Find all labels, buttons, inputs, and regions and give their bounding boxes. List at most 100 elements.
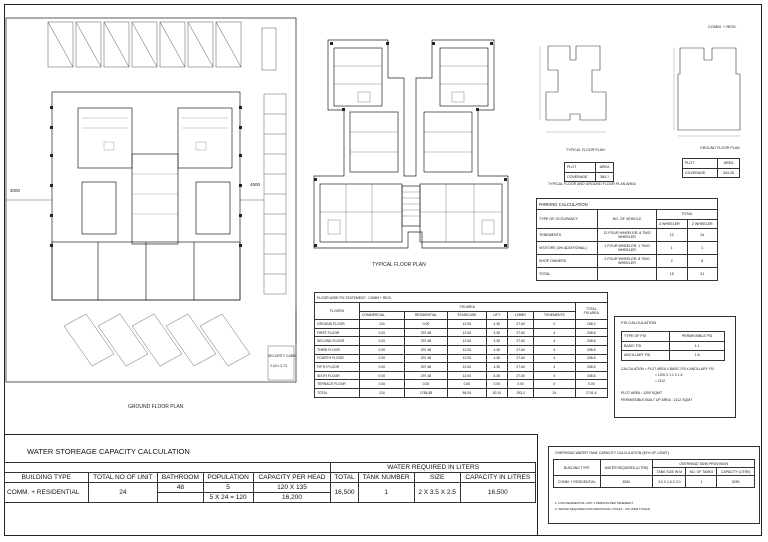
fsi-header-area: FSI AREA bbox=[359, 302, 576, 312]
fsi-calc-line3: = 2112 bbox=[655, 379, 665, 383]
col-header: TOTAL NO OF UNIT bbox=[87, 472, 159, 483]
cell: 193.2 bbox=[507, 387, 535, 398]
water-total: 16,500 bbox=[330, 482, 359, 503]
cell: 0 bbox=[533, 319, 576, 329]
cell: 0.00 bbox=[403, 379, 449, 389]
cell: 0.00 bbox=[359, 370, 405, 381]
cell: 4 bbox=[533, 353, 576, 364]
col-header: TOTAL bbox=[330, 472, 359, 483]
cell: PLOT bbox=[682, 158, 718, 169]
parking-header-2w: 2 WHEELER bbox=[686, 218, 718, 229]
cell: TENEMENTS bbox=[536, 228, 598, 242]
cell: 30.10 bbox=[485, 387, 509, 398]
cell: 344.40 bbox=[716, 167, 741, 178]
ohwt-box: OVERHEAD WATER TANK CAPACITY CALCULATION… bbox=[548, 446, 760, 524]
cell: 12.00 bbox=[447, 353, 487, 364]
fsi-calc-line1: CALCULATION = PLOT AREA X BASIC FSI X AN… bbox=[621, 367, 714, 371]
col-header: COMMERCIAL bbox=[359, 310, 405, 321]
cell: FIFTH FLOOR bbox=[314, 362, 360, 372]
col-header: CAPACITY IN LITRES bbox=[459, 472, 537, 483]
cell: 12.00 bbox=[447, 319, 487, 329]
water-storage-title: WATER STOREAGE CAPACITY CALCULATION bbox=[27, 447, 190, 456]
cell: 15 bbox=[656, 267, 688, 281]
cell: 338.8 bbox=[574, 336, 609, 346]
table-row: VISITORS (3% ADDITIONAL)1 FOUR WHEELER, … bbox=[536, 241, 718, 255]
cell: 1 bbox=[656, 241, 688, 255]
cell: 338.8 bbox=[574, 353, 609, 364]
cell: 2 bbox=[656, 254, 688, 268]
cell: 0.00 bbox=[447, 379, 487, 389]
ohwt-table: BUILDING TYPE WATER REQUIRED (LITRE) OVE… bbox=[553, 459, 755, 488]
water-population-2: 5 X 24 = 120 bbox=[202, 492, 254, 503]
cell: COVERAGE bbox=[564, 171, 596, 182]
col-header: BUILDING TYPE bbox=[4, 472, 89, 483]
col-header: LOBBY bbox=[507, 310, 535, 321]
typical-floor-drawing bbox=[313, 39, 509, 249]
ground-floor-plan: 3000 4500 SECURITY CABIN 2.43 x 3.73 bbox=[5, 14, 302, 384]
fsi-header-total-line1: TOTAL bbox=[585, 307, 597, 312]
mini-typical-title: TYPICAL FLOOR PLAN bbox=[566, 148, 605, 152]
cell: COMM. + RESIDENTIAL bbox=[553, 475, 601, 488]
water-tank-number: 1 bbox=[357, 482, 415, 503]
cell: 8 bbox=[686, 254, 718, 268]
fsi-permissible: PERMISSIBLE BUILT UP AREA : 2112 SQMT bbox=[621, 398, 693, 402]
ohwt-header-provision: OVERHEAD TANK PROVISION bbox=[652, 459, 755, 468]
mini-plans-header: COMM. + RESI. bbox=[708, 24, 737, 29]
cell: 4.30 bbox=[485, 362, 509, 372]
cell: COVERAGE bbox=[682, 167, 718, 178]
cell: GROUND FLOOR bbox=[314, 319, 360, 329]
cell: FOURTH FLOOR bbox=[314, 353, 360, 364]
cell: 168.2 bbox=[574, 319, 609, 329]
cell: 0.00 bbox=[403, 319, 449, 329]
fsi-plot-area: PLOT AREA : 1200 SQMT bbox=[621, 391, 662, 395]
cell: SECOND FLOOR bbox=[314, 336, 360, 346]
cell: 2 FOUR WHEELER, 8 TWO WHEELER bbox=[597, 254, 657, 268]
cell: 297.48 bbox=[403, 336, 449, 346]
cell: 27.60 bbox=[507, 319, 535, 329]
cell: BASIC FSI bbox=[620, 340, 671, 351]
water-population-1: 5 bbox=[202, 482, 254, 493]
cell: 4 bbox=[533, 336, 576, 346]
cell: 297.48 bbox=[403, 327, 449, 338]
cell: 27.60 bbox=[507, 362, 535, 372]
cell: 297.48 bbox=[403, 344, 449, 355]
cell: 27.60 bbox=[507, 336, 535, 346]
cell: AREA bbox=[716, 158, 741, 169]
cell: 12.00 bbox=[447, 327, 487, 338]
col-header: TENEMENTS bbox=[533, 310, 576, 321]
cell: 4 bbox=[533, 362, 576, 372]
cell: AREA bbox=[594, 162, 615, 173]
cell: 4.30 bbox=[485, 353, 509, 364]
parking-header-4w: 4 WHEELER bbox=[656, 218, 688, 229]
water-storage-table: WATER REQUIRED IN LITERS BUILDING TYPE T… bbox=[3, 462, 537, 503]
cell: SHOP OWNERS bbox=[536, 254, 598, 268]
cell: ANCILLARY FSI bbox=[620, 350, 671, 361]
mini-typical-plan bbox=[539, 45, 607, 133]
cell: 4.30 bbox=[485, 344, 509, 355]
cell: 4.30 bbox=[485, 327, 509, 338]
cell: 0.00 bbox=[359, 353, 405, 364]
cell: 364.? bbox=[594, 171, 615, 182]
parking-title: PARKING CALCULATION bbox=[536, 198, 718, 210]
parking-header-occupancy: TYPE OF OCCUPANCY bbox=[536, 209, 598, 229]
cell: 31 bbox=[686, 267, 718, 281]
ground-floor-plan-title: GROUND FLOOR PLAN bbox=[128, 404, 184, 410]
cell: 297.48 bbox=[403, 362, 449, 372]
cell: 24 bbox=[686, 228, 718, 242]
table-row: COMM. + RESIDENTIAL 8250 3.0 X 1.6 X 2.0… bbox=[553, 475, 755, 488]
cell: THIRD FLOOR bbox=[314, 344, 360, 355]
fsi-statement-title: FLOOR WISE FSI STATEMENT : COMM + RESI. bbox=[314, 292, 608, 303]
fsi-calc-line2: = 1200 X 1.1 X 1.6 bbox=[655, 373, 683, 377]
cell: 297.48 bbox=[403, 353, 449, 364]
cell: FIRST FLOOR bbox=[314, 327, 360, 338]
ohwt-header-cap: CAPACITY (LITRE) bbox=[716, 467, 755, 476]
water-building-type: COMM. + RESIDENTIAL bbox=[4, 482, 89, 503]
water-capacity-per-head-1: 120 X 135 bbox=[252, 482, 332, 493]
cell: 8250 bbox=[599, 475, 654, 488]
